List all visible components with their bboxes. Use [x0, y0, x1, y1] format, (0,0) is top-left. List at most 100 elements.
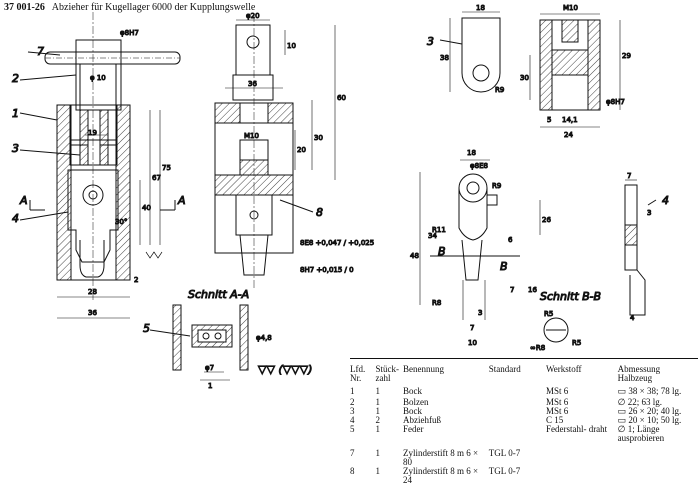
callout-3-detail: 3: [427, 35, 434, 48]
dim-m10-center: M10: [244, 132, 259, 140]
dim-3-side: 3: [647, 209, 651, 217]
cell-name: Bock: [402, 406, 422, 416]
callout-4: 4: [12, 212, 19, 225]
callout-5: 5: [143, 322, 150, 335]
dim-d7: φ7: [205, 364, 214, 372]
dim-18-top: 18: [476, 4, 485, 12]
cell-nr: 1: [350, 386, 355, 396]
assembly-front-view: [19, 12, 181, 319]
part-3-detail: [439, 11, 621, 128]
dim-7-side: 7: [627, 172, 631, 180]
cell-name: Abziehfuß: [402, 415, 441, 425]
section-mark-b-right: B: [500, 260, 508, 273]
dim-36-left: 36: [88, 309, 97, 317]
dim-26: 26: [542, 216, 551, 224]
cell-material: MSt 6: [545, 406, 569, 416]
cell-nr: 4: [350, 415, 355, 425]
cell-qty: 1: [375, 424, 380, 434]
surface-symbol: ▽▽ (▽▽▽): [258, 363, 312, 376]
callout-8: 8: [316, 206, 323, 219]
dim-75: 75: [162, 164, 171, 172]
header-abmessung: Abmessung Halbzeug: [617, 364, 661, 383]
section-mark-a-right: A: [177, 194, 186, 207]
dim-r5-b: R5: [572, 339, 581, 347]
dim-2: 2: [134, 276, 138, 284]
dim-7-mid: 7: [510, 286, 514, 294]
dim-d20: φ20: [246, 12, 260, 20]
dim-38: 38: [440, 54, 449, 62]
dim-d8h7-left: φ8H7: [120, 29, 139, 37]
callout-7: 7: [37, 45, 44, 58]
dim-19: 19: [88, 129, 97, 137]
table-top-rule: [350, 358, 698, 359]
cell-standard: [489, 407, 546, 416]
dim-d8h7-detail: φ8H7: [606, 98, 625, 106]
cell-qty: 1: [375, 406, 380, 416]
dim-6: 6: [508, 236, 513, 244]
header-benennung: Benennung: [402, 364, 444, 374]
cell-qty: 2: [375, 415, 380, 425]
section-mark-a-left: A: [19, 194, 28, 207]
section-aa-title: Schnitt A-A: [188, 288, 249, 301]
dim-14-1: 14,1: [562, 116, 578, 124]
table-row: 5 1 Feder Federstahl- draht ∅ 1; Länge a…: [350, 425, 699, 443]
part-4-detail: [419, 159, 657, 343]
dim-16: 16: [528, 286, 537, 294]
tol-e8: 8E8 +0,047 / +0,025: [300, 239, 374, 247]
dim-20-center: 20: [297, 146, 306, 154]
table-row: 4 2 Abziehfuß C 15 ▭ 20 × 10; 50 lg.: [350, 416, 699, 425]
table-row: 1 1 Bock MSt 6 ▭ 38 × 38; 78 lg.: [350, 387, 699, 398]
cell-nr: 5: [350, 424, 355, 434]
dim-m10-detail: M10: [563, 4, 578, 12]
callout-4-detail: 4: [662, 194, 669, 207]
cell-material: Federstahl- draht: [545, 424, 608, 434]
dim-5-detail: 5: [547, 116, 551, 124]
dim-48: 48: [410, 252, 419, 260]
cell-nr: 8: [350, 466, 355, 476]
dim-30-center: 30: [314, 134, 323, 142]
dim-r8-low: ∞R8: [530, 344, 545, 352]
cell-dimension: ∅ 1; Länge ausprobieren: [617, 424, 665, 443]
cell-dimension: ▭ 20 × 10; 50 lg.: [617, 415, 682, 425]
cell-name: Feder: [402, 424, 424, 434]
callout-3: 3: [12, 142, 19, 155]
dim-r9-top: R9: [495, 86, 504, 94]
parts-list-table: Lfd. Nr. Stück- zahl Benennung Standard …: [350, 365, 699, 485]
dim-30deg: 30°: [115, 218, 127, 226]
cell-material: [546, 467, 618, 485]
cell-standard: [489, 398, 546, 407]
callout-1: 1: [12, 107, 19, 120]
cell-dimension: [618, 443, 699, 467]
dim-18-mid: 18: [467, 149, 476, 157]
dim-7-low: 7: [470, 324, 474, 332]
cell-qty: 1: [375, 448, 380, 458]
dim-d8e8: φ8E8: [470, 162, 488, 170]
dim-r5-a: R5: [544, 310, 553, 318]
cell-material: [546, 443, 618, 467]
cell-name: Bolzen: [402, 397, 429, 407]
cell-material: MSt 6: [545, 397, 569, 407]
header-standard: Standard: [488, 364, 521, 374]
cell-qty: 1: [375, 466, 380, 476]
cell-standard: [489, 425, 546, 443]
header-werkstoff: Werkstoff: [545, 364, 582, 374]
cell-standard: TGL 0-7: [488, 466, 521, 476]
dim-24: 24: [564, 131, 573, 139]
assembly-side-view: [214, 14, 336, 290]
dim-10-low: 10: [468, 339, 477, 347]
header-lfd-nr: Lfd. Nr.: [350, 364, 366, 383]
table-row: 8 1 Zylinderstift 8 m 6 × 24 TGL 0-7: [350, 467, 699, 485]
cell-qty: 1: [375, 386, 380, 396]
dim-d10: φ 10: [90, 74, 106, 82]
dim-r9-mid: R9: [492, 182, 501, 190]
dim-28: 28: [88, 288, 97, 296]
cell-standard: TGL 0-7: [488, 448, 521, 458]
cell-dimension: ∅ 22; 63 lg.: [617, 397, 662, 407]
cell-nr: 7: [350, 448, 355, 458]
dim-r11: R11: [432, 226, 446, 234]
cell-qty: 1: [375, 397, 380, 407]
dim-1-aa: 1: [208, 382, 212, 390]
table-row: 7 1 Zylinderstift 8 m 6 × 80 TGL 0-7: [350, 443, 699, 467]
cell-name: Bock: [402, 386, 422, 396]
cell-material: C 15: [545, 415, 564, 425]
